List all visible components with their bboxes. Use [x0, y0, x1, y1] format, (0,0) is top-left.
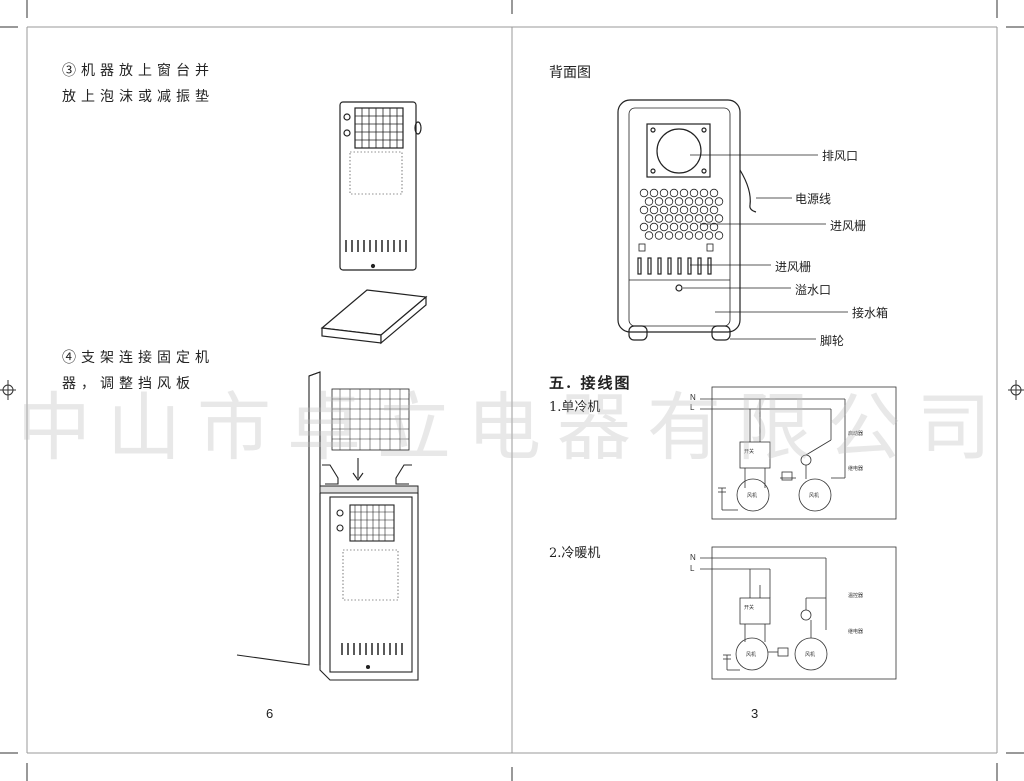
d1-part1-label: 启动器 — [848, 431, 864, 437]
grille-hole — [704, 231, 714, 240]
ac-unit-front-illustration — [339, 101, 422, 271]
d1-motor1-label: 风机 — [747, 493, 758, 499]
page-number-right: 3 — [751, 706, 759, 721]
section-title: 接线图 — [580, 374, 632, 392]
grille-hole — [649, 205, 659, 215]
wiring-diagram-2 — [700, 546, 897, 680]
label-casters: 脚轮 — [820, 334, 845, 348]
d2-l-label: L — [690, 564, 695, 573]
step3-instruction: ③机器放上窗台并 放上泡沫或减振垫 — [62, 58, 214, 110]
grille-hole — [639, 205, 649, 215]
grille-hole — [709, 205, 719, 215]
grille-hole — [694, 197, 704, 206]
d2-n-label: N — [690, 553, 696, 562]
grille-hole — [704, 197, 714, 206]
d2-switch-label: 开关 — [744, 605, 755, 611]
grille-hole — [654, 214, 664, 223]
step4-instruction: ④支架连接固定机 器，调整挡风板 — [62, 345, 214, 397]
grille-hole — [664, 231, 674, 240]
grille-hole — [699, 205, 709, 215]
grille-hole — [674, 231, 684, 240]
grille-hole — [654, 231, 664, 240]
grille-hole — [689, 222, 699, 232]
grille-hole — [684, 231, 694, 240]
d1-n-label: N — [690, 393, 696, 402]
d1-motor2-label: 风机 — [809, 493, 820, 499]
grille-hole — [699, 222, 709, 232]
registration-mark-left — [0, 380, 16, 400]
grille-hole — [644, 214, 654, 223]
grille-hole — [694, 231, 704, 240]
grille-hole — [659, 188, 669, 198]
grille-hole — [679, 222, 689, 232]
grille-hole — [659, 222, 669, 232]
foam-pad-illustration — [320, 289, 428, 345]
page-number-left: 6 — [266, 706, 274, 721]
grille-hole — [649, 188, 659, 198]
section-number: 五. — [549, 374, 574, 392]
grille-hole — [689, 205, 699, 215]
bracket-assembly-illustration — [236, 371, 419, 681]
diagram2-title: 2.冷暖机 — [549, 546, 601, 561]
grille-hole — [709, 222, 719, 232]
grille-hole — [684, 197, 694, 206]
grille-hole — [664, 197, 674, 206]
d1-l-label: L — [690, 403, 695, 412]
grille-hole — [694, 214, 704, 223]
grille-hole — [714, 231, 724, 240]
wiring-diagram-1 — [700, 386, 897, 520]
grille-hole — [679, 188, 689, 198]
step4-line1: ④支架连接固定机 — [62, 350, 214, 366]
label-intake-grille-lower: 进风栅 — [775, 260, 812, 274]
grille-hole — [669, 205, 679, 215]
label-exhaust: 排风口 — [822, 149, 859, 163]
d2-part1-label: 温控器 — [848, 593, 864, 599]
d1-part2-label: 继电器 — [848, 466, 864, 472]
label-intake-grille-upper: 进风栅 — [830, 219, 867, 233]
grille-hole — [644, 231, 654, 240]
back-view-illustration — [617, 99, 848, 341]
d1-switch-label: 开关 — [744, 449, 755, 455]
step3-line2: 放上泡沫或减振垫 — [62, 89, 214, 105]
grille-hole — [674, 214, 684, 223]
registration-mark-right — [1008, 380, 1024, 400]
grille-hole — [709, 188, 719, 198]
d2-motor2-label: 风机 — [805, 652, 816, 658]
grille-hole — [684, 214, 694, 223]
step4-line2: 器，调整挡风板 — [62, 376, 195, 392]
grille-hole — [649, 222, 659, 232]
grille-hole — [689, 188, 699, 198]
label-overflow: 溢水口 — [795, 283, 832, 297]
back-view-title: 背面图 — [549, 65, 591, 81]
grille-hole — [654, 197, 664, 206]
grille-hole — [669, 222, 679, 232]
page-frames — [26, 26, 998, 754]
d2-part2-label: 继电器 — [848, 629, 864, 635]
label-power-cord: 电源线 — [795, 192, 832, 206]
diagram1-title: 1.单冷机 — [549, 400, 601, 415]
grille-hole — [714, 197, 724, 206]
grille-hole — [679, 205, 689, 215]
grille-hole — [714, 214, 724, 223]
grille-hole — [659, 205, 669, 215]
grille-hole — [699, 188, 709, 198]
grille-hole — [644, 197, 654, 206]
grille-hole — [639, 188, 649, 198]
grille-hole — [639, 222, 649, 232]
grille-hole — [669, 188, 679, 198]
grille-hole — [704, 214, 714, 223]
step3-line1: ③机器放上窗台并 — [62, 63, 214, 79]
d2-motor1-label: 风机 — [746, 652, 757, 658]
label-water-tank: 接水箱 — [852, 306, 889, 320]
grille-hole — [674, 197, 684, 206]
grille-hole — [664, 214, 674, 223]
section-heading: 五. 接线图 — [549, 372, 631, 393]
